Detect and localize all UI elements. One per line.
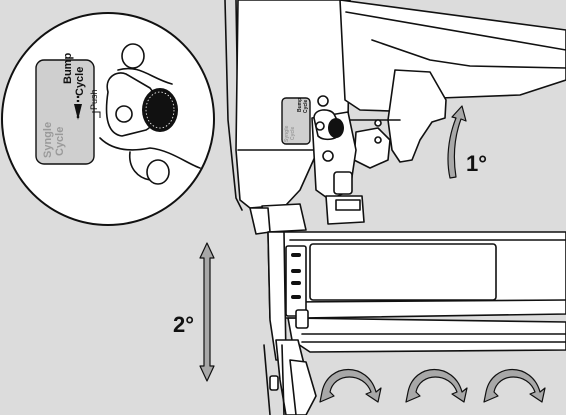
- ridged-knob-icon: [142, 88, 178, 132]
- curved-arrow-up-icon: [447, 105, 467, 179]
- push-label: Push: [89, 89, 99, 110]
- syngle-label: Syngle: [42, 121, 54, 158]
- switch-knob: [313, 109, 344, 141]
- bump-cycle-label: Cycle: [74, 66, 86, 96]
- syngle-cycle-label: Cycle: [54, 126, 66, 156]
- bump-label: Bump: [62, 52, 74, 84]
- step-2-label: 2°: [173, 312, 195, 337]
- vertical-double-arrow-icon: [199, 242, 215, 382]
- small-syngle-cycle-label: Cycle: [290, 126, 296, 140]
- nailer-body: [224, 0, 566, 235]
- rotate-arrow-icon: [319, 369, 546, 403]
- step-1-label: 1°: [466, 151, 488, 176]
- magazine: [263, 231, 566, 415]
- small-bump-cycle-label: Cycle: [303, 99, 309, 113]
- switch-detail-inset: [1, 12, 215, 226]
